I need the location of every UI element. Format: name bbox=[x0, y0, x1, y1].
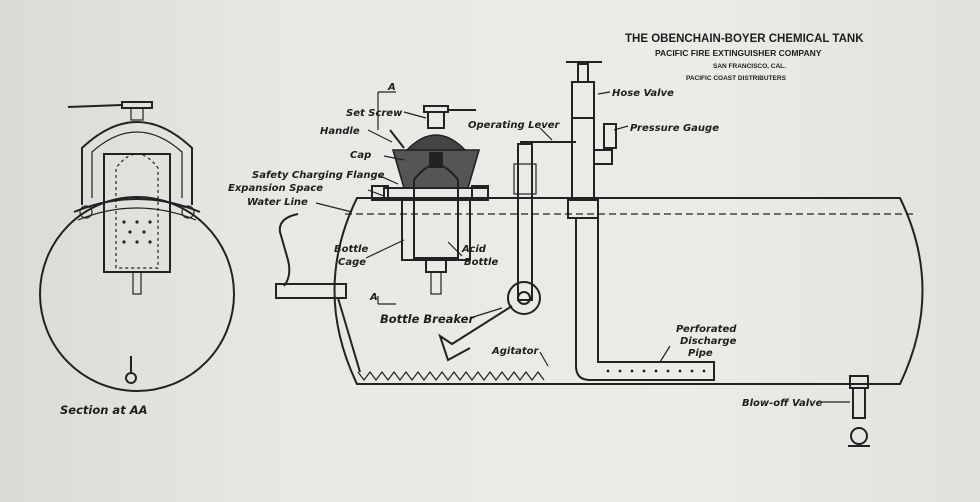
perforated-discharge-pipe bbox=[606, 369, 706, 373]
cap-dome bbox=[405, 134, 467, 151]
label-blowoff-valve: Blow-off Valve bbox=[742, 398, 823, 409]
pressure-gauge bbox=[603, 123, 617, 149]
label-set-screw: Set Screw bbox=[346, 108, 403, 119]
discharge-assembly bbox=[566, 61, 715, 381]
label-operating-lever: Operating Lever bbox=[468, 120, 561, 131]
agitator-assembly bbox=[275, 213, 545, 381]
label-pressure-gauge: Pressure Gauge bbox=[630, 123, 719, 134]
section-cap-arch bbox=[81, 121, 193, 205]
title-distributors: PACIFIC COAST DISTRIBUTERS bbox=[686, 75, 787, 82]
cap-socket bbox=[429, 152, 443, 168]
tank-body bbox=[333, 197, 924, 385]
label-agitator: Agitator bbox=[491, 346, 540, 357]
label-acid-bottle-2: Bottle bbox=[464, 257, 498, 268]
title-main: THE OBENCHAIN-BOYER CHEMICAL TANK bbox=[625, 33, 864, 45]
blowoff-valve bbox=[852, 387, 866, 419]
section-caption: Section at AA bbox=[60, 403, 148, 417]
label-acid-bottle-1: Acid bbox=[461, 244, 487, 255]
label-safety-charging-flange: Safety Charging Flange bbox=[252, 170, 385, 181]
label-bottle-cage-1: Bottle bbox=[334, 244, 368, 255]
label-perforated-1: Perforated bbox=[676, 324, 737, 335]
bottle-breaker-rod bbox=[430, 271, 442, 295]
label-perforated-2: Discharge bbox=[680, 336, 737, 347]
discharge-pipe bbox=[575, 218, 715, 381]
section-bolt-right bbox=[181, 205, 195, 219]
label-expansion-space: Expansion Space bbox=[228, 183, 323, 194]
label-hose-valve: Hose Valve bbox=[612, 88, 674, 99]
operating-lever-rod bbox=[517, 143, 533, 301]
flange-bolt-right bbox=[471, 185, 489, 201]
section-flange-band bbox=[73, 198, 201, 213]
label-bottle-cage-2: Cage bbox=[338, 257, 366, 268]
label-handle: Handle bbox=[320, 126, 360, 137]
charging-assembly bbox=[371, 105, 489, 295]
hose-valve bbox=[571, 81, 595, 119]
breaker-gear bbox=[507, 281, 541, 315]
bottle-cage bbox=[401, 199, 471, 261]
label-cap: Cap bbox=[350, 150, 371, 161]
label-bottle-breaker: Bottle Breaker bbox=[380, 312, 475, 326]
section-tank-circle bbox=[39, 196, 235, 392]
section-perforations bbox=[122, 220, 152, 244]
agitator-crank-shaft bbox=[275, 283, 347, 299]
bottle-breaker-arm bbox=[438, 305, 513, 362]
title-block: THE OBENCHAIN-BOYER CHEMICAL TANK PACIFI… bbox=[625, 33, 864, 82]
agitator-spiral bbox=[357, 371, 545, 381]
section-bolt-left bbox=[79, 205, 93, 219]
section-acid-bottle bbox=[115, 153, 159, 269]
set-screw bbox=[427, 111, 445, 129]
agitator-crank-handle bbox=[278, 213, 299, 287]
label-a-bottom: A bbox=[369, 292, 378, 303]
section-aa-view: Section at AA bbox=[39, 101, 235, 417]
discharge-riser bbox=[571, 117, 595, 201]
operating-lever-assembly bbox=[438, 141, 576, 362]
handle-lever bbox=[389, 129, 405, 149]
label-a-top: A bbox=[387, 82, 396, 93]
section-bottle-cage bbox=[103, 153, 171, 273]
label-water-line: Water Line bbox=[247, 197, 308, 208]
label-perforated-3: Pipe bbox=[688, 348, 713, 359]
blowoff-valve-assembly bbox=[848, 375, 870, 447]
title-company: PACIFIC FIRE EXTINGUISHER COMPANY bbox=[655, 48, 822, 58]
section-blowoff-fitting bbox=[125, 372, 137, 384]
leader-lines bbox=[315, 91, 850, 403]
flange-bolt-left bbox=[371, 185, 389, 201]
section-handle bbox=[121, 101, 153, 109]
acid-bottle bbox=[413, 164, 459, 259]
labels: A Set Screw Handle Cap Safety Charging F… bbox=[228, 82, 823, 409]
tank-shell bbox=[333, 197, 924, 385]
title-city: SAN FRANCISCO, CAL. bbox=[713, 63, 786, 70]
